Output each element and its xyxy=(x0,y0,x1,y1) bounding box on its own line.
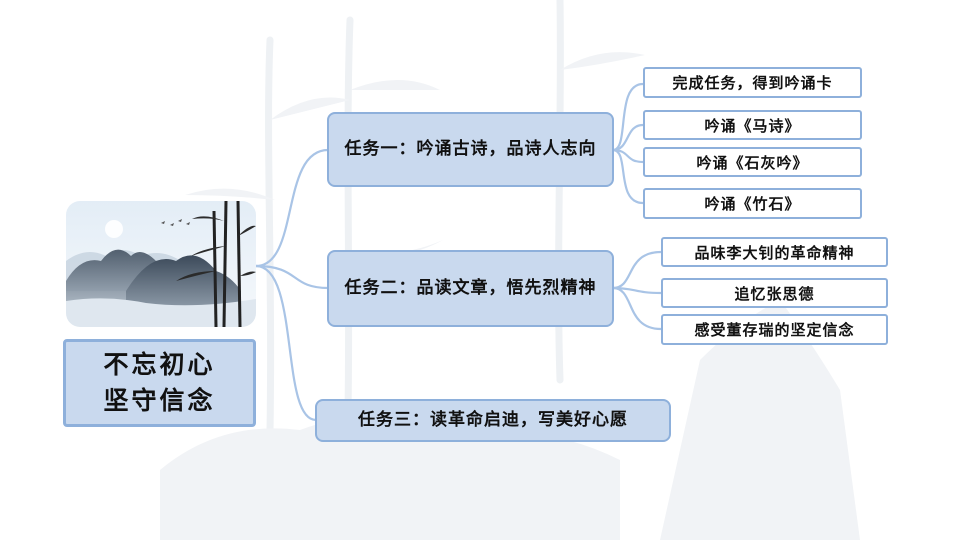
task-3-label: 任务三：读革命启迪，写美好心愿 xyxy=(358,410,628,430)
task-2-child-2: 追忆张思德 xyxy=(661,278,888,308)
task-1-child-2-label: 吟诵《马诗》 xyxy=(704,116,801,135)
task-1-child-1: 完成任务，得到吟诵卡 xyxy=(643,67,862,98)
task-2-child-1: 品味李大钊的革命精神 xyxy=(661,237,888,267)
task-2-child-3-label: 感受董存瑞的坚定信念 xyxy=(694,321,855,339)
task-1-child-2: 吟诵《马诗》 xyxy=(643,110,862,140)
task-1-box: 任务一：吟诵古诗，品诗人志向 xyxy=(327,112,614,187)
task-1-child-4-label: 吟诵《竹石》 xyxy=(704,195,801,213)
task-2-child-2-label: 追忆张思德 xyxy=(734,284,815,303)
ink-landscape-image xyxy=(66,201,256,327)
root-landscape-image xyxy=(66,201,256,327)
task-2-child-3: 感受董存瑞的坚定信念 xyxy=(661,314,888,345)
task-1-child-3-label: 吟诵《石灰吟》 xyxy=(696,153,809,172)
task-3-box: 任务三：读革命启迪，写美好心愿 xyxy=(315,399,671,442)
task-2-box: 任务二：品读文章，悟先烈精神 xyxy=(327,250,614,327)
task-2-child-1-label: 品味李大钊的革命精神 xyxy=(694,243,855,262)
root-title-box: 不忘初心 坚守信念 xyxy=(63,339,256,427)
root-title-line1: 不忘初心 xyxy=(103,350,216,379)
task-1-label: 任务一：吟诵古诗，品诗人志向 xyxy=(344,139,597,159)
task-1-child-4: 吟诵《竹石》 xyxy=(643,188,862,219)
task-1-child-1-label: 完成任务，得到吟诵卡 xyxy=(672,74,833,92)
root-title-line2: 坚守信念 xyxy=(103,386,216,415)
task-1-child-3: 吟诵《石灰吟》 xyxy=(643,147,862,177)
task-2-label: 任务二：品读文章，悟先烈精神 xyxy=(344,278,597,298)
